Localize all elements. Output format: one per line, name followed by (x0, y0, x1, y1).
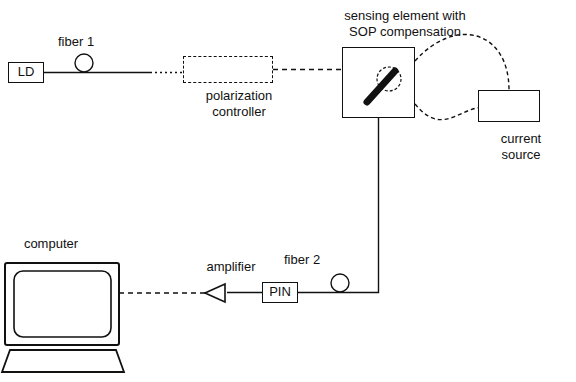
part-label: sensing element with SOP compensation (335, 8, 475, 40)
pin-detector-box: PIN (262, 282, 298, 303)
fiber-connector (44, 72, 183, 73)
amplifier-symbol (203, 283, 227, 303)
fiber-coil (331, 274, 349, 292)
fiber-connector (273, 69, 342, 70)
laser-diode-box: LD (8, 62, 44, 83)
connector-segment (150, 72, 183, 73)
fiber-label: fiber 2 (284, 252, 320, 268)
connector-segment (273, 69, 342, 70)
part-label: computer (6, 236, 96, 252)
fiber-coil (75, 54, 93, 72)
fiber-connector (227, 292, 262, 293)
connector-segment (44, 72, 150, 73)
part-label: amplifier (191, 259, 271, 275)
fiber-label: fiber 1 (58, 34, 94, 50)
computer-monitor: computer (4, 262, 120, 346)
computer-base (2, 350, 124, 372)
fiber-connector (415, 34, 509, 90)
part-label: current source (489, 131, 553, 163)
sensing-element-box: sensing element with SOP compensation (342, 47, 415, 118)
connector-segment (227, 292, 262, 293)
current-source-box: current source (478, 90, 540, 122)
connector-segment (415, 104, 478, 120)
sensing-rod (367, 71, 395, 102)
fiber-connector (120, 293, 205, 294)
connector-segment (120, 292, 205, 293)
box-label: PIN (263, 284, 297, 300)
connector-segment (415, 34, 509, 90)
fiber-connector (415, 104, 478, 120)
polarization-controller-box: polarization controller (183, 56, 273, 83)
computer-screen (14, 271, 111, 337)
part-label: polarization controller (184, 88, 294, 120)
box-label: LD (9, 64, 43, 80)
amplifier-triangle: amplifier (203, 283, 227, 303)
